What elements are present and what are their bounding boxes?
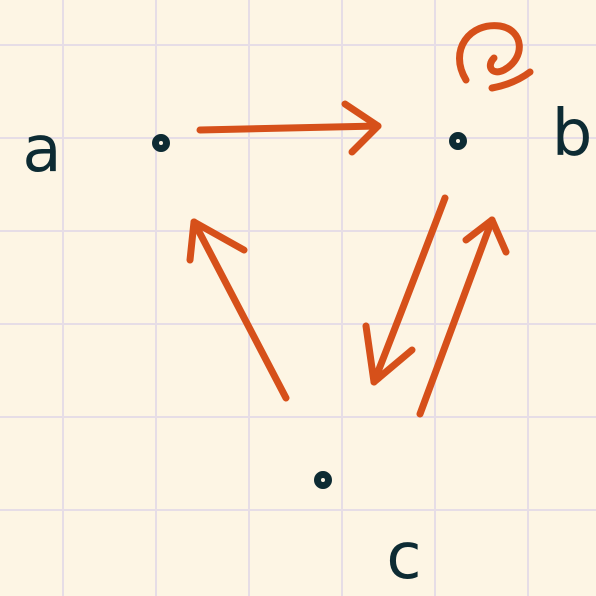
edge-c-to-b (416, 216, 510, 418)
node-b-label: b (551, 97, 593, 171)
node-c-label: c (386, 520, 422, 594)
node-a-label: a (22, 113, 62, 187)
node-a-dot (152, 134, 170, 152)
edge-b-self-loop (456, 22, 534, 92)
edge-b-to-c (362, 194, 449, 386)
node-c-dot (314, 471, 332, 489)
node-b-dot (449, 132, 467, 150)
edge-a-to-b (196, 100, 382, 156)
edge-c-to-a (186, 218, 290, 402)
